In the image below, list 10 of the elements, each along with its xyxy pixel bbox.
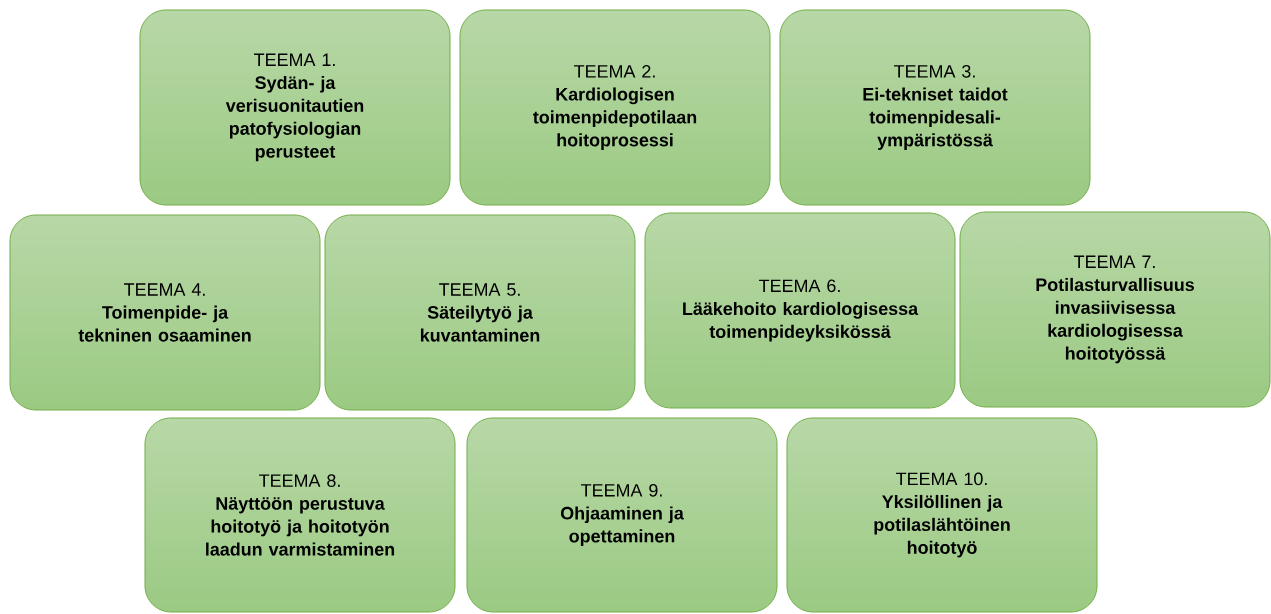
theme-box: TEEMA 2. Kardiologisen toimenpidepotilaan hoitoprosessi <box>459 9 771 206</box>
theme-box: TEEMA 3. Ei-tekniset taidot toimenpidesali-ympäristössä <box>779 9 1091 206</box>
theme-box: TEEMA 10. Yksilöllinen ja potilaslähtöinen hoitotyö <box>786 417 1098 613</box>
theme-box: TEEMA 1. Sydän- ja verisuonitautien patofysiologian perusteet <box>139 9 451 206</box>
theme-box: TEEMA 5. Säteilytyö ja kuvantaminen <box>324 214 636 411</box>
theme-box: TEEMA 4. Toimenpide- ja tekninen osaaminen <box>9 214 321 411</box>
theme-box: TEEMA 6. Lääkehoito kardiologisessa toimenpideyksikössä <box>644 212 956 409</box>
theme-box: TEEMA 8. Näyttöön perustuva hoitotyö ja hoitotyön laadun varmistaminen <box>144 417 456 613</box>
theme-box: TEEMA 9. Ohjaaminen ja opettaminen <box>466 417 778 613</box>
theme-box: TEEMA 7. Potilasturvallisuus invasiivisessa kardiologisessa hoitotyössä <box>959 211 1271 408</box>
